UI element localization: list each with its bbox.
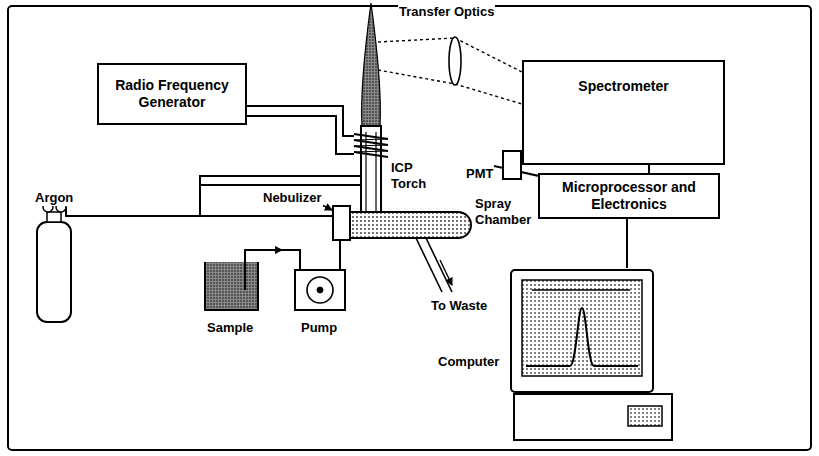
frame	[8, 6, 811, 450]
signal-wire	[648, 165, 650, 173]
node-label: Spectrometer	[524, 78, 723, 95]
pump	[295, 270, 345, 310]
light-path	[378, 38, 522, 104]
spray-chamber	[350, 212, 471, 238]
gas-line	[200, 184, 361, 186]
pmt-detector: PMT	[466, 150, 522, 182]
part-label: Argon	[34, 190, 74, 206]
nebulizer	[333, 206, 350, 240]
argon-cylinder	[37, 222, 71, 322]
part-label: To Waste	[430, 298, 488, 314]
part-label: Spray Chamber	[474, 196, 538, 227]
rf-lead	[247, 106, 354, 136]
rf-coil	[354, 134, 388, 157]
spectrometer-box: Spectrometer	[522, 60, 725, 165]
node-label: Radio Frequency Generator	[105, 77, 239, 111]
signal-wire	[626, 219, 628, 268]
electronics-box: Microprocessor and Electronics	[538, 173, 720, 219]
part-label: ICP Torch	[390, 160, 438, 191]
part-label: Sample	[206, 320, 254, 336]
computer-drawing	[510, 268, 676, 444]
rf-lead	[247, 116, 354, 154]
drain-tube	[416, 238, 452, 292]
generator-box: Radio Frequency Generator	[97, 63, 247, 125]
pmt-housing	[502, 150, 522, 180]
lens	[449, 37, 461, 85]
sample-tube	[339, 240, 341, 270]
computer: Computer	[438, 268, 676, 444]
node-label: PMT	[466, 166, 493, 182]
node-label: Computer	[438, 354, 499, 370]
part-label: Pump	[300, 320, 338, 336]
sample-tube	[245, 250, 300, 290]
node-label: Microprocessor and Electronics	[546, 179, 712, 213]
part-label: Transfer Optics	[398, 4, 495, 20]
part-label: Nebulizer	[262, 190, 323, 206]
sample-beaker	[205, 262, 258, 310]
plasma-flame	[362, 3, 381, 126]
